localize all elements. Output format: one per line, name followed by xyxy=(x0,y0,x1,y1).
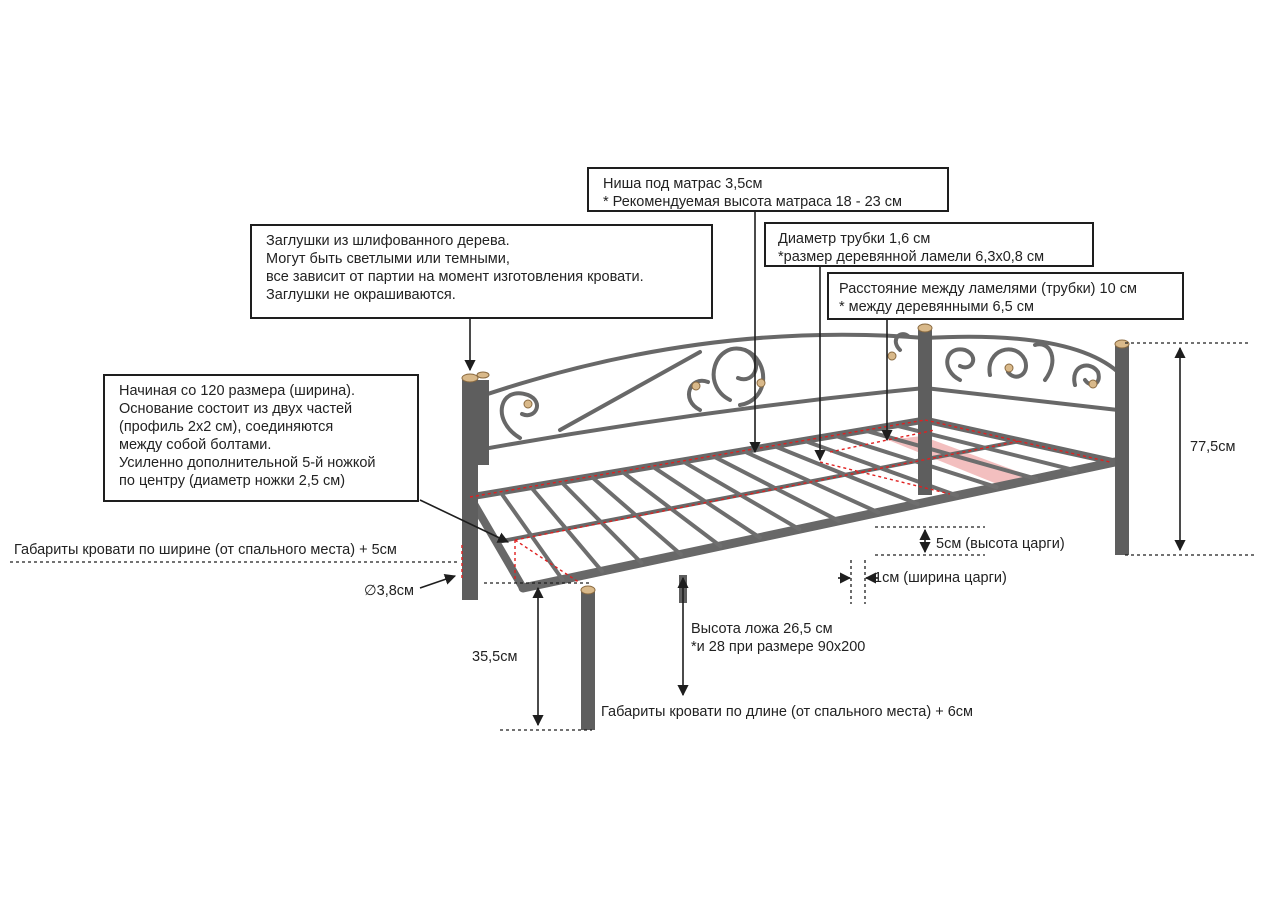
callout-base-parts: Начиная со 120 размера (ширина). Основан… xyxy=(103,374,419,502)
base-parts-line-6: по центру (диаметр ножки 2,5 см) xyxy=(119,473,346,489)
width-overall-label: Габариты кровати по ширине (от спального… xyxy=(14,542,397,558)
legs xyxy=(462,330,1129,730)
slats xyxy=(498,423,1078,582)
leg-height-label: 35,5см xyxy=(472,649,518,665)
slat xyxy=(862,428,1039,481)
callout-tube-diameter: Диаметр трубки 1,6 см *размер деревянной… xyxy=(764,222,1094,267)
slat xyxy=(832,433,999,490)
slat-spacing-line-1: Расстояние между ламелями (трубки) 10 см xyxy=(839,281,1137,297)
length-overall-label: Габариты кровати по длине (от спального … xyxy=(601,704,974,720)
slat xyxy=(589,474,683,557)
callout-slat-spacing: Расстояние между ламелями (трубки) 10 см… xyxy=(827,272,1184,320)
wood-caps-line-2: Могут быть светлыми или темными, xyxy=(266,251,510,267)
head-panel xyxy=(893,332,1120,412)
leg-diameter-label: ∅3,8см xyxy=(364,583,415,599)
tube-diameter-line-1: Диаметр трубки 1,6 см xyxy=(778,231,931,247)
wood-caps-line-3: все зависит от партии на момент изготовл… xyxy=(266,269,644,285)
bed-height-label-2: *и 28 при размере 90х200 xyxy=(691,639,866,655)
base-parts-line-4: между собой болтами. xyxy=(119,437,272,453)
rail-height-label: 5см (высота царги) xyxy=(936,536,1065,552)
tube-diameter-line-2: *размер деревянной ламели 6,3х0,8 см xyxy=(778,249,1045,265)
callout-mattress-niche: Ниша под матрас 3,5см * Рекомендуемая вы… xyxy=(587,167,949,212)
base-parts-line-3: (профиль 2х2 см), соединяются xyxy=(119,419,334,435)
red-markers xyxy=(461,419,1111,584)
wood-caps-line-4: Заглушки не окрашиваются. xyxy=(266,287,456,303)
slat-spacing-line-2: * между деревянными 6,5 см xyxy=(839,299,1034,315)
back-rail-panel xyxy=(468,332,927,452)
mattress-niche-line-1: Ниша под матрас 3,5см xyxy=(603,176,763,192)
bed-frame xyxy=(466,416,1120,593)
rail-width-label: 1см (ширина царги) xyxy=(874,570,1007,586)
slat xyxy=(528,484,604,574)
callout-wood-caps: Заглушки из шлифованного дерева. Могут б… xyxy=(250,224,713,319)
arrows xyxy=(419,210,1186,727)
total-height-label: 77,5см xyxy=(1190,439,1236,455)
slat xyxy=(619,469,723,548)
wood-caps-line-1: Заглушки из шлифованного дерева. xyxy=(266,233,510,249)
wood-caps xyxy=(461,323,1130,595)
slat xyxy=(559,479,644,565)
bed-height-label-1: Высота ложа 26,5 см xyxy=(691,621,833,637)
base-parts-line-5: Усиленно дополнительной 5-й ножкой xyxy=(119,455,376,471)
base-parts-line-2: Основание состоит из двух частей xyxy=(119,401,353,417)
guide-lines xyxy=(10,342,1255,731)
mattress-niche-line-2: * Рекомендуемая высота матраса 18 - 23 с… xyxy=(603,194,902,210)
base-parts-line-1: Начиная со 120 размера (ширина). xyxy=(119,383,356,399)
